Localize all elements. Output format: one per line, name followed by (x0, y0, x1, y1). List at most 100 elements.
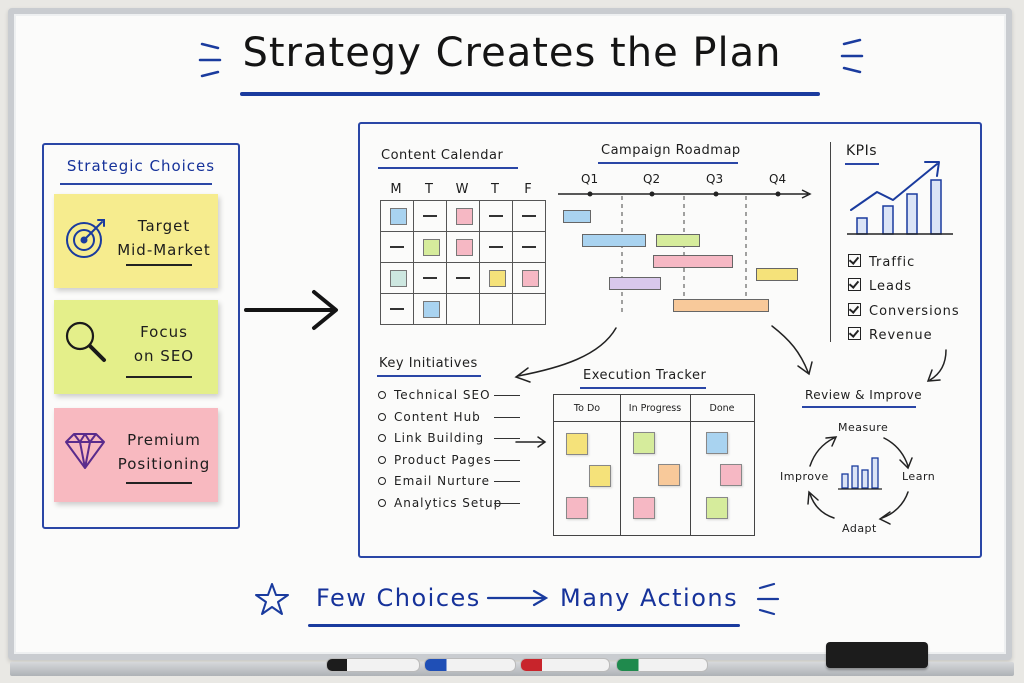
strategic-choices-underline (60, 183, 212, 185)
kpi-divider (830, 142, 831, 342)
page-title: Strategy Creates the Plan (242, 30, 782, 76)
footer-underline (308, 624, 740, 627)
calendar-cell (446, 231, 480, 263)
strategic-choices-panel: Strategic Choices (42, 143, 240, 529)
sticky-target-line1: Target (137, 217, 191, 235)
magnifier-icon (65, 321, 106, 362)
calendar-cell (380, 262, 414, 294)
content-calendar-underline (378, 167, 518, 169)
kpis-underline (845, 163, 879, 165)
key-initiatives-underline (377, 375, 481, 377)
diamond-icon (65, 433, 105, 469)
cycle-step-adapt: Adapt (842, 522, 877, 535)
calendar-cell (512, 231, 546, 263)
sticky-seo-line2: on SEO (133, 347, 195, 365)
calendar-cell (479, 231, 513, 263)
tracker-column-todo: To Do (573, 403, 601, 414)
sticky-seo-line1: Focus (140, 323, 188, 341)
calendar-cell (413, 262, 447, 294)
bullet-icon (378, 434, 386, 442)
calendar-day-wed: W (455, 182, 469, 197)
bullet-icon (378, 413, 386, 421)
content-calendar-grid (380, 200, 546, 325)
roadmap-q1: Q1 (581, 172, 599, 186)
campaign-roadmap-heading: Campaign Roadmap (601, 143, 741, 158)
sticky-target-line2: Mid-Market (117, 241, 211, 259)
checkbox-checked-icon (848, 254, 861, 267)
calendar-cell (380, 200, 414, 232)
kpi-item-leads: Leads (848, 278, 912, 294)
footer-many-actions: Many Actions (560, 584, 739, 612)
calendar-day-thu: T (491, 182, 499, 197)
tracker-column-in-progress: In Progress (628, 403, 682, 414)
calendar-cell (512, 262, 546, 294)
marker-red[interactable] (520, 658, 610, 672)
roadmap-bar (673, 299, 769, 312)
roadmap-bar (609, 277, 661, 290)
plan-panel (358, 122, 982, 558)
cycle-step-learn: Learn (902, 470, 936, 483)
roadmap-q2: Q2 (643, 172, 661, 186)
title-accent-left-icon (198, 42, 222, 78)
kpi-item-conversions: Conversions (848, 303, 960, 319)
footer-accent-icon (756, 582, 780, 616)
tracker-card (633, 432, 655, 454)
review-heading: Review & Improve (805, 388, 923, 402)
initiative-item: Email Nurture (378, 474, 520, 488)
sticky-premium-line2: Positioning (117, 455, 211, 473)
kpi-growth-chart-icon (847, 161, 953, 235)
sticky-note-target: Target Mid-Market (54, 194, 218, 288)
calendar-cell (512, 200, 546, 232)
calendar-day-tue: T (425, 182, 433, 197)
tracker-card (589, 465, 611, 487)
whiteboard-eraser[interactable] (826, 642, 928, 668)
initiative-item: Analytics Setup (378, 496, 520, 510)
bullet-icon (378, 477, 386, 485)
key-initiatives-heading: Key Initiatives (379, 356, 478, 371)
roadmap-bar (582, 234, 646, 247)
arrow-right-icon (515, 436, 547, 448)
marker-green[interactable] (616, 658, 708, 672)
review-underline (802, 406, 916, 408)
kpis-heading: KPIs (846, 143, 878, 159)
checkbox-checked-icon (848, 278, 861, 291)
strategic-choices-heading: Strategic Choices (66, 157, 216, 175)
marker-blue[interactable] (424, 658, 516, 672)
footer-arrow-icon (486, 589, 549, 607)
title-accent-right-icon (840, 38, 864, 74)
calendar-cell (380, 231, 414, 263)
tracker-card (720, 464, 742, 486)
calendar-day-mon: M (390, 182, 402, 197)
calendar-cell (380, 293, 414, 325)
roadmap-bar (653, 255, 733, 268)
initiative-item: Content Hub (378, 410, 520, 424)
initiative-item: Link Building (378, 431, 520, 445)
calendar-cell (479, 200, 513, 232)
sticky-premium-underline (126, 482, 192, 484)
sticky-note-premium: Premium Positioning (54, 408, 218, 502)
marker-black[interactable] (326, 658, 420, 672)
sticky-note-seo: Focus on SEO (54, 300, 218, 394)
initiative-item: Product Pages (378, 453, 520, 467)
bullet-icon (378, 499, 386, 507)
calendar-cell (413, 293, 447, 325)
footer-few-choices: Few Choices (316, 584, 481, 612)
content-calendar-heading: Content Calendar (381, 148, 504, 163)
tracker-card (706, 432, 728, 454)
checkbox-checked-icon (848, 303, 861, 316)
campaign-roadmap-underline (598, 162, 738, 164)
tracker-card (658, 464, 680, 486)
bullet-icon (378, 391, 386, 399)
roadmap-bar (756, 268, 798, 281)
roadmap-q4: Q4 (769, 172, 787, 186)
execution-tracker-underline (580, 387, 706, 389)
sticky-seo-underline (126, 376, 192, 378)
tracker-card (633, 497, 655, 519)
flow-arrow-icon (244, 290, 338, 330)
star-icon (255, 583, 289, 615)
calendar-cell (479, 262, 513, 294)
tracker-column-done: Done (709, 403, 735, 414)
tracker-card (706, 497, 728, 519)
calendar-cell (413, 231, 447, 263)
